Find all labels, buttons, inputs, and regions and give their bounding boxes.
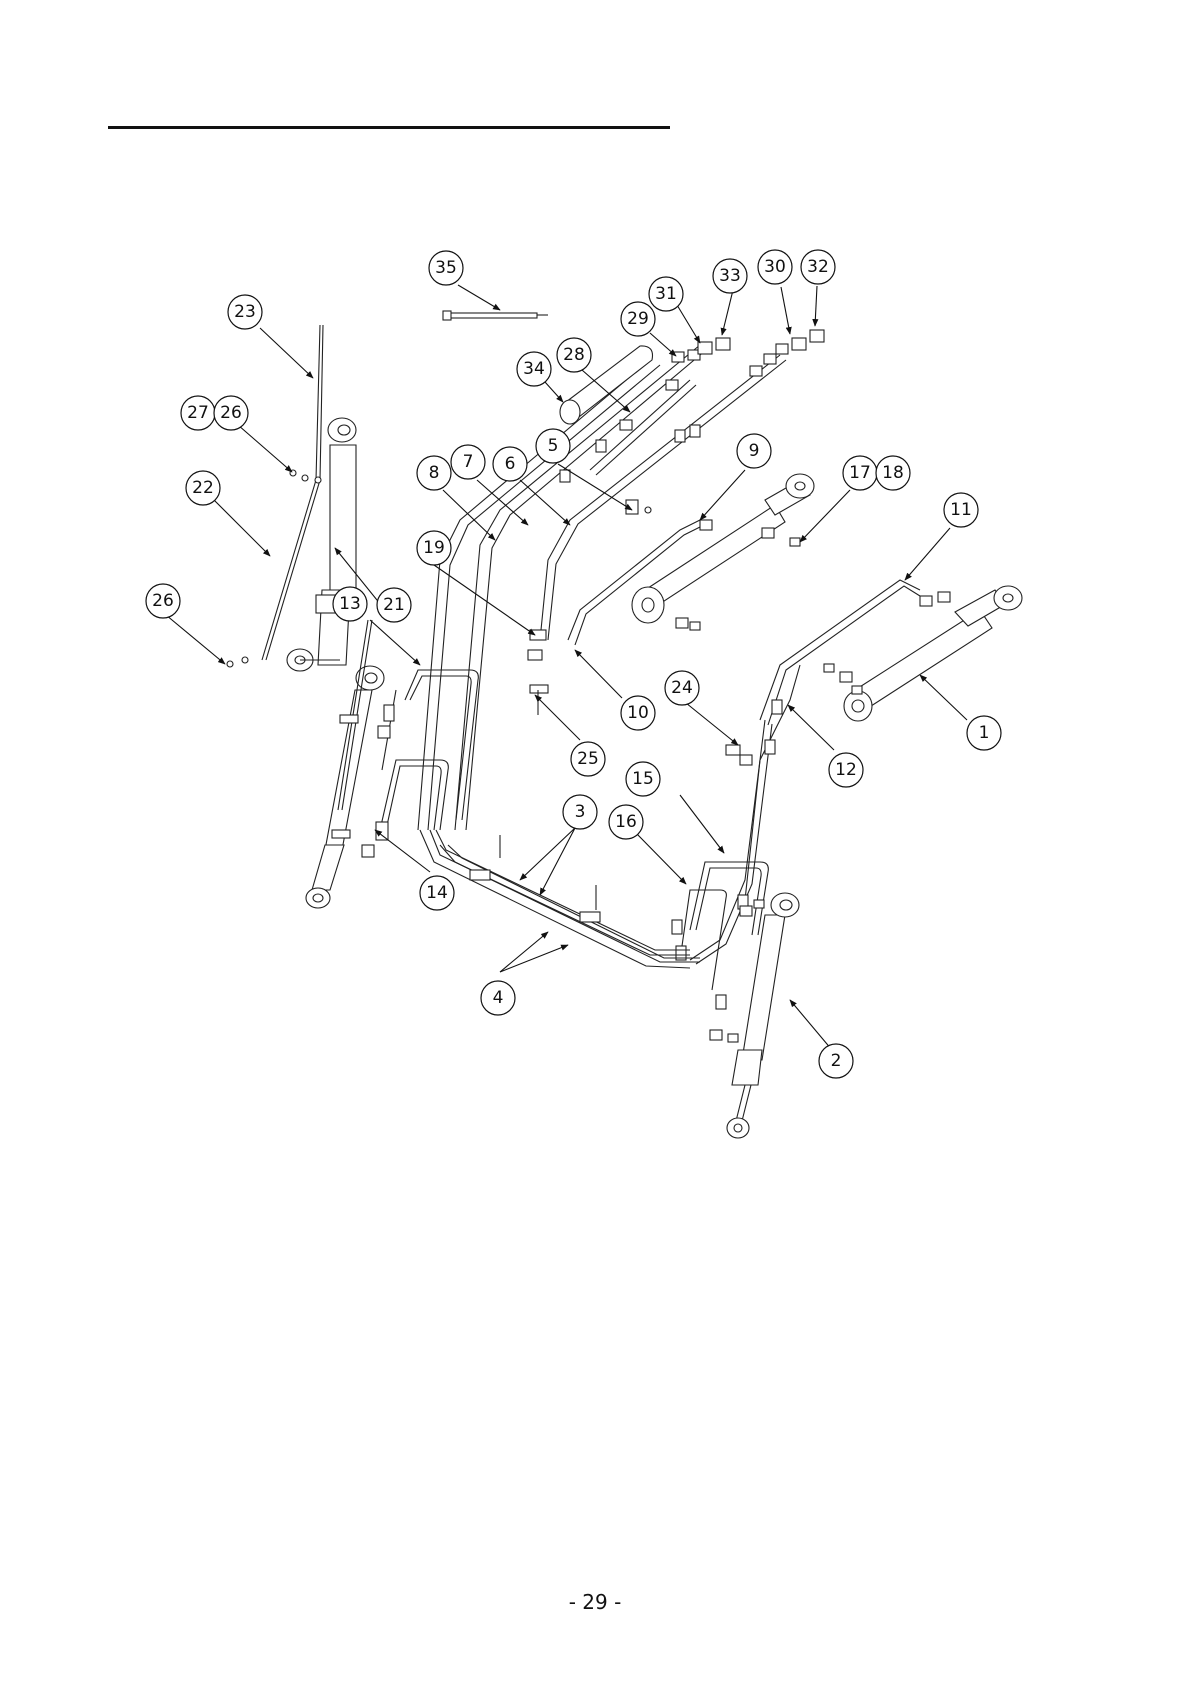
svg-text:30: 30 bbox=[764, 257, 786, 277]
callout-27: 27 bbox=[181, 396, 215, 430]
callout-22: 25 bbox=[571, 742, 605, 776]
callout-16: 16 bbox=[609, 805, 643, 839]
callout-26b: 26 bbox=[146, 584, 180, 618]
svg-text:10: 10 bbox=[627, 703, 649, 723]
svg-text:32: 32 bbox=[807, 257, 829, 277]
callout-5: 5 bbox=[536, 429, 570, 463]
svg-text:15: 15 bbox=[632, 769, 654, 789]
svg-text:16: 16 bbox=[615, 812, 637, 832]
svg-text:14: 14 bbox=[426, 883, 448, 903]
svg-text:29: 29 bbox=[627, 309, 649, 329]
callout-26a: 26 bbox=[214, 396, 248, 430]
svg-text:4: 4 bbox=[493, 988, 504, 1008]
callout-35: 35 bbox=[429, 251, 463, 285]
svg-text:33: 33 bbox=[719, 266, 741, 286]
svg-text:19: 19 bbox=[423, 538, 445, 558]
callout-30: 30 bbox=[758, 250, 792, 284]
svg-text:17: 17 bbox=[849, 463, 871, 483]
callout-24: 22 bbox=[186, 471, 220, 505]
svg-text:2: 2 bbox=[831, 1051, 842, 1071]
rod-24-25 bbox=[227, 325, 323, 667]
top-fittings bbox=[672, 330, 824, 376]
callout-8: 8 bbox=[417, 456, 451, 490]
svg-text:28: 28 bbox=[563, 345, 585, 365]
callout-9: 9 bbox=[737, 434, 771, 468]
callout-7: 7 bbox=[451, 445, 485, 479]
cylinder-9 bbox=[568, 474, 814, 645]
svg-text:27: 27 bbox=[187, 403, 209, 423]
callout-29: 29 bbox=[621, 302, 655, 336]
callout-18: 18 bbox=[876, 456, 910, 490]
svg-text:5: 5 bbox=[548, 436, 559, 456]
tie-strap-35 bbox=[443, 311, 548, 320]
callout-6: 6 bbox=[493, 447, 527, 481]
callout-21: 24 bbox=[665, 671, 699, 705]
svg-text:3: 3 bbox=[575, 802, 586, 822]
svg-text:22: 22 bbox=[192, 478, 214, 498]
callout-28: 28 bbox=[557, 338, 591, 372]
svg-text:18: 18 bbox=[882, 463, 904, 483]
svg-text:31: 31 bbox=[655, 284, 677, 304]
cylinder-1 bbox=[760, 580, 1022, 725]
tube-bundle-3-4 bbox=[420, 830, 700, 968]
svg-text:24: 24 bbox=[671, 678, 693, 698]
svg-text:23: 23 bbox=[234, 302, 256, 322]
svg-text:34: 34 bbox=[523, 359, 545, 379]
callout-13: 13 bbox=[333, 587, 367, 621]
callout-1: 1 bbox=[967, 716, 1001, 750]
cylinder-23 bbox=[287, 418, 356, 671]
svg-text:26: 26 bbox=[220, 403, 242, 423]
callout-10: 10 bbox=[621, 696, 655, 730]
cylinder-2 bbox=[710, 893, 799, 1138]
svg-text:26: 26 bbox=[152, 591, 174, 611]
callout-31: 31 bbox=[649, 277, 683, 311]
callout-17: 17 bbox=[843, 456, 877, 490]
svg-text:35: 35 bbox=[435, 258, 457, 278]
callout-34: 34 bbox=[517, 352, 551, 386]
svg-text:1: 1 bbox=[979, 723, 990, 743]
callout-15: 15 bbox=[626, 762, 660, 796]
callout-19: 19 bbox=[417, 531, 451, 565]
svg-text:7: 7 bbox=[463, 452, 474, 472]
callout-3: 3 bbox=[563, 795, 597, 829]
callout-12: 12 bbox=[829, 753, 863, 787]
svg-text:25: 25 bbox=[577, 749, 599, 769]
svg-text:9: 9 bbox=[749, 441, 760, 461]
callout-2: 2 bbox=[819, 1044, 853, 1078]
svg-text:8: 8 bbox=[429, 463, 440, 483]
svg-text:6: 6 bbox=[505, 454, 516, 474]
page-number: - 29 - bbox=[0, 1590, 1190, 1614]
callout-25: 23 bbox=[228, 295, 262, 329]
callout-4: 4 bbox=[481, 981, 515, 1015]
callout-33: 33 bbox=[713, 259, 747, 293]
svg-text:12: 12 bbox=[835, 760, 857, 780]
callout-11: 11 bbox=[944, 493, 978, 527]
callout-32: 32 bbox=[801, 250, 835, 284]
svg-text:11: 11 bbox=[950, 500, 972, 520]
callout-14: 14 bbox=[420, 876, 454, 910]
svg-text:13: 13 bbox=[339, 594, 361, 614]
svg-text:21: 21 bbox=[383, 595, 405, 615]
callout-23: 21 bbox=[377, 588, 411, 622]
